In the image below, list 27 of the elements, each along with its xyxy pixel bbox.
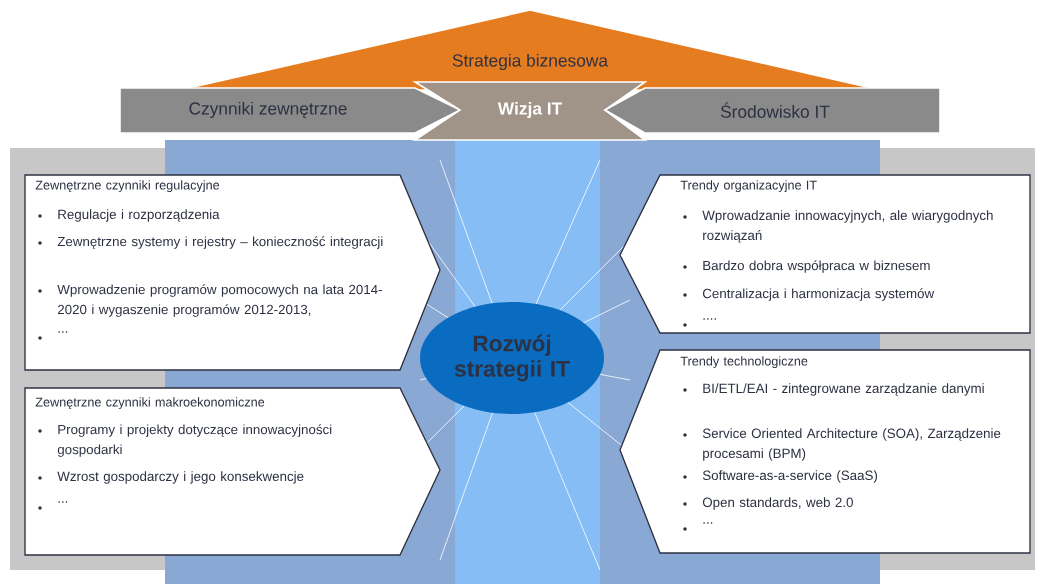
bullet-item: Software-as-a-service (SaaS)	[683, 470, 878, 483]
text-card	[619, 349, 1031, 554]
bullet-item: ...	[683, 522, 713, 531]
bullet-item: Wprowadzenie programów pomocowych na lata 2014-2020 i wygaszenie programów 2012-2013,	[38, 284, 382, 317]
arrow-banner: Środowisko IT	[603, 87, 941, 134]
bullet-item: Zewnętrzne systemy i rejestry – konieczność integracji	[38, 236, 383, 249]
card-heading: Zewnętrzne czynniki regulacyjne	[35, 180, 220, 193]
bullet-item: ...	[38, 331, 68, 340]
vision-box: Wizja IT	[412, 81, 648, 141]
bullet-item: Open standards, web 2.0	[683, 497, 853, 510]
bullet-item: Regulacje i rozporządzenia	[38, 209, 220, 222]
text-card	[24, 174, 441, 371]
arrow-banner: Czynniki zewnętrzne	[119, 87, 462, 134]
bullet-item: Wprowadzanie innowacyjnych, ale wiarygodnych rozwiązań	[683, 210, 993, 243]
text-card	[24, 387, 441, 556]
bullet-item: Wzrost gospodarczy i jego konsekwencje	[38, 471, 304, 484]
bullet-item: Programy i projekty dotyczące innowacyjności gospodarki	[38, 424, 332, 457]
text-card	[619, 174, 1031, 334]
card-heading: Trendy organizacyjne IT	[680, 180, 817, 193]
bullet-item: Service Oriented Architecture (SOA), Zarządzenie procesami (BPM)	[683, 428, 1001, 461]
bullet-item: BI/ETL/EAI - zintegrowane zarządzanie danymi	[683, 383, 984, 396]
bullet-item: ...	[38, 501, 68, 510]
bullet-item: ....	[683, 318, 716, 327]
bullet-item: Bardzo dobra współpraca w biznesem	[683, 260, 930, 273]
bullet-item: Centralizacja i harmonizacja systemów	[683, 288, 935, 301]
card-heading: Zewnętrzne czynniki makroekonomiczne	[35, 397, 265, 410]
card-heading: Trendy technologiczne	[680, 356, 808, 369]
